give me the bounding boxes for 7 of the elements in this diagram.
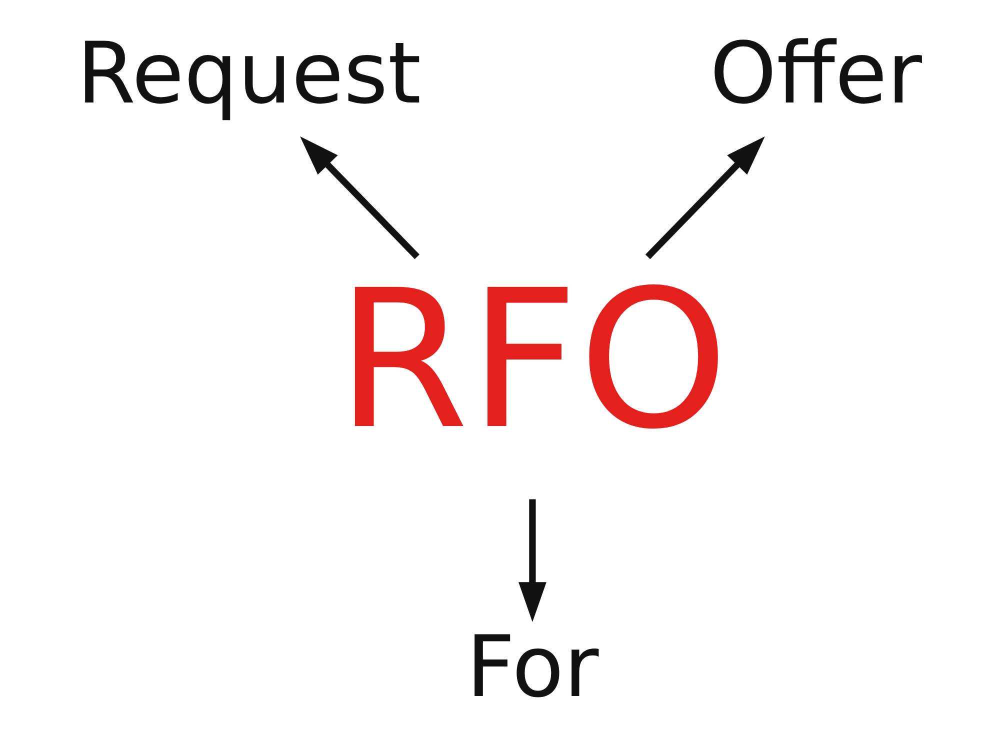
node-text: For	[466, 617, 599, 716]
node-text: Request	[76, 24, 422, 123]
arrow	[645, 136, 765, 260]
node-text: RFO	[336, 248, 729, 471]
arrow	[300, 136, 420, 260]
node-text: Offer	[710, 24, 922, 123]
arrow	[518, 499, 546, 622]
